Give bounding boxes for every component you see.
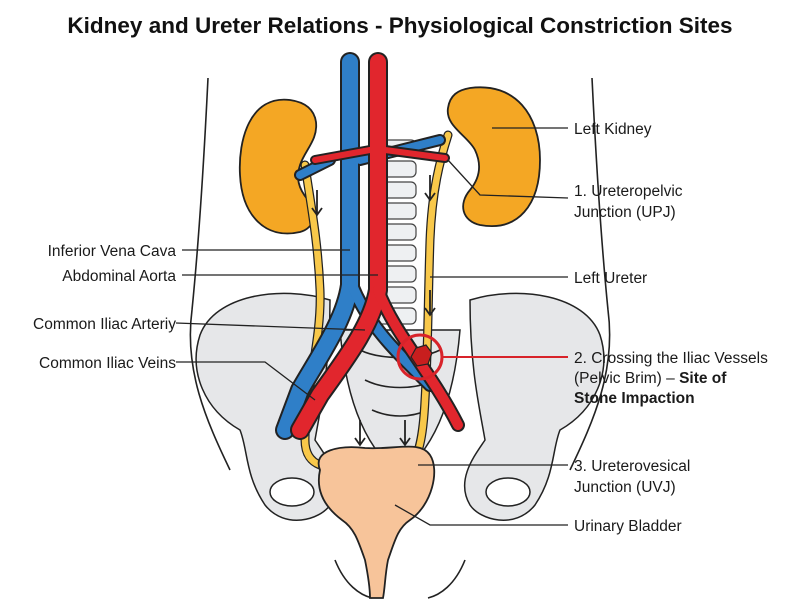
label-uvj-1: 3. Ureterovesical (574, 458, 690, 475)
label-crossing-2-bold: Site of (679, 370, 727, 387)
leader-lines (175, 127, 569, 526)
label-left-ureter: Left Ureter (574, 270, 647, 287)
label-common-iliac-artery: Common Iliac Arteriy (33, 316, 176, 333)
label-aorta: Abdominal Aorta (62, 268, 176, 285)
label-uvj-2: Junction (UVJ) (574, 479, 676, 496)
urinary-bladder (317, 445, 436, 599)
label-bladder: Urinary Bladder (574, 518, 682, 535)
pelvis-right-ilium (195, 292, 337, 521)
abdominal-aorta (290, 52, 465, 440)
label-upj-2: Junction (UPJ) (574, 204, 676, 221)
flow-arrows (311, 175, 436, 447)
label-crossing-3: Stone Impaction (574, 390, 695, 407)
obturator-right (269, 477, 315, 507)
diagram-title: Kidney and Ureter Relations - Physiologi… (67, 13, 732, 38)
label-upj-1: 1. Ureteropelvic (574, 183, 683, 200)
label-crossing-2-prefix: (Pelvic Brim) – (574, 370, 679, 387)
body-outline (189, 77, 611, 599)
left-kidney (447, 86, 541, 227)
label-common-iliac-veins: Common Iliac Veins (39, 355, 176, 372)
stone-impaction-site (396, 333, 444, 381)
kidney-stone (410, 344, 433, 367)
label-crossing-1: 2. Crossing the Iliac Vessels (574, 350, 768, 367)
label-crossing-2: (Pelvic Brim) – Site of (574, 370, 727, 387)
label-left-kidney: Left Kidney (574, 121, 652, 138)
pelvis-left-ilium (463, 292, 605, 521)
label-ivc: Inferior Vena Cava (48, 243, 177, 260)
obturator-left (485, 477, 531, 507)
labels: Left Kidney 1. Ureteropelvic Junction (U… (33, 121, 768, 535)
